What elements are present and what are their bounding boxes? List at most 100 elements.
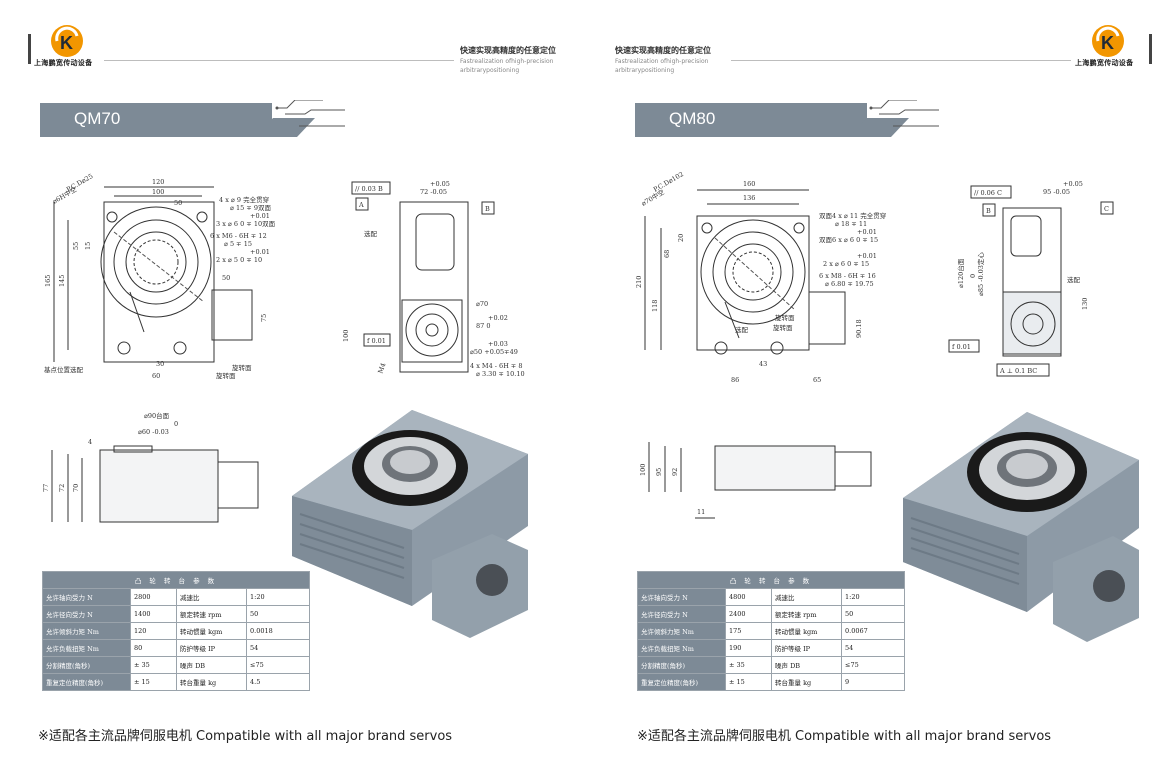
dim-d87tol: +0.02 [488,314,508,322]
spec-caption: 凸 轮 转 台 参 数 [42,571,310,589]
dim-side-width: 95 -0.05 [1043,188,1070,196]
label-rotate-face: 旋转面 [775,313,795,322]
spec-key: 重复定位精度(角秒) [637,673,726,691]
dim-d87: 87 0 [476,322,490,330]
spec-key: 分割精度(角秒) [637,656,726,674]
spec-key-2: 转台重量 kg [176,673,247,691]
spec-value-2: 0.0018 [246,622,310,640]
spec-key: 允许径向受力 N [42,605,131,623]
brand-k-icon: K [1092,25,1124,57]
spec-key: 允许轴向受力 N [42,588,131,606]
dim-tap: 6 x M6 - 6H ∓ 12 [210,232,267,240]
dim-tap2: ⌀ 5 ∓ 15 [224,240,252,248]
dim-top60: ⌀60 -0.03 [138,428,169,436]
label-rotate-face: 旋转面 [232,363,252,372]
dim-h11: 11 [697,508,705,516]
model-name: QM80 [669,109,716,128]
spec-key: 允许倾斜力矩 Nm [42,622,131,640]
dim-hole1b: ⌀ 18 ∓ 11 [835,220,867,228]
product-render [292,410,528,638]
side-view-drawing: // 0.06 C +0.05 95 -0.05 B C ⌀120台面 0 ⌀8… [948,180,1114,377]
spec-value: 175 [725,622,772,640]
dim-d70: ⌀70 [476,300,488,308]
spec-key: 允许轴向受力 N [637,588,726,606]
spec-value: 120 [130,622,177,640]
spec-value-2: 1:20 [246,588,310,606]
dim-55: 55 [72,242,80,250]
dim-15: 15 [84,242,92,250]
datum-c: C [1104,205,1109,213]
dim-tap2: ⌀ 6.80 ∓ 19.75 [825,280,874,288]
label-optional: 选配 [735,325,749,334]
spec-value-2: 54 [841,639,905,657]
dim-hole1: 双面4 x ⌀ 11 完全贯穿 [819,211,886,220]
dim-9018: 90.18 [855,319,863,338]
spec-value-2: ≤75 [246,656,310,674]
top-view-drawing: ⌀90台面 0 ⌀60 -0.03 4 77 72 70 [42,411,259,523]
spec-key: 允许负载扭矩 Nm [637,639,726,657]
datum-b: B [986,207,991,215]
spec-key-2: 转动惯量 kgm [176,622,247,640]
spec-key-2: 转台重量 kg [771,673,842,691]
dim-145: 145 [58,275,66,287]
brand-logo: K 上海鹏宽传动设备 [1075,24,1151,68]
dim-120: 120 [152,178,164,186]
spec-value-2: 0.0067 [841,622,905,640]
spec-key: 重复定位精度(角秒) [42,673,131,691]
brand-name: 上海鹏宽传动设备 [1075,59,1134,67]
title-decoration [849,100,939,137]
dim-118: 118 [651,300,659,312]
dim-h130: 130 [1081,298,1089,310]
dim-86: 86 [731,376,739,384]
tagline-en-2: arbitrarypositioning [615,67,675,74]
dim-perpendicularity: A ⊥ 0.1 BC [999,367,1037,375]
dim-d50: ⌀50 +0.05∓49 [470,348,518,356]
dim-h72: 72 [58,484,66,492]
label-origin: 基点位置选配 [44,365,84,374]
tagline-en-1: Fastrealization ofhigh-precision [615,58,709,65]
dim-d85: ⌀85 -0.03定心 [976,252,985,296]
dim-flatness: f 0.01 [367,337,386,345]
spec-key-2: 减速比 [771,588,842,606]
spec-key-2: 噪声 DB [176,656,247,674]
spec-key: 分割精度(角秒) [42,656,131,674]
dim-flatness: f 0.01 [952,343,971,351]
dim-s50: 50 [222,274,230,282]
dim-20: 20 [677,234,685,242]
dim-h70: 70 [72,484,80,492]
tagline-cn: 快速实现高精度的任意定位 [615,46,711,55]
dim-side-width: 72 -0.05 [420,188,447,196]
dim-tap: 6 x M8 - 6H ∓ 16 [819,272,876,280]
spec-value-2: 50 [841,605,905,623]
dim-d50tol: +0.03 [488,340,508,348]
label-optional: 选配 [364,229,378,238]
dim-d330: ⌀ 3.30 ∓ 10.10 [476,370,525,378]
side-view-drawing: // 0.03 B A +0.05 72 -0.05 B 选配 ⌀70 +0.0… [342,180,525,378]
tagline: 快速实现高精度的任意定位 Fastrealization ofhigh-prec… [615,45,735,74]
spec-key-2: 转动惯量 kgm [771,622,842,640]
dim-side-tol: +0.05 [430,180,450,188]
dim-parallel: // 0.03 B [355,185,383,193]
label-rotate-face-2: 旋转面 [216,371,236,380]
front-view-drawing: 160 136 210 118 68 20 P.C.D⌀102 ⌀70中空 双面… [635,172,886,384]
dim-50: 50 [174,199,182,207]
header-rule [104,60,454,61]
dim-75: 75 [260,314,268,322]
spec-value-2: ≤75 [841,656,905,674]
dim-neck: M4 [376,362,387,375]
dim-hole3: 2 x ⌀ 5 0 ∓ 10 [216,256,262,264]
dim-hole1: 4 x ⌀ 9 完全贯穿 [219,195,269,204]
tagline-en-1: Fastrealization ofhigh-precision [460,58,554,65]
spec-key-2: 额定转速 rpm [771,605,842,623]
catalog-page-qm70: K 上海鹏宽传动设备 快速实现高精度的任意定位 Fastrealization … [28,25,556,744]
